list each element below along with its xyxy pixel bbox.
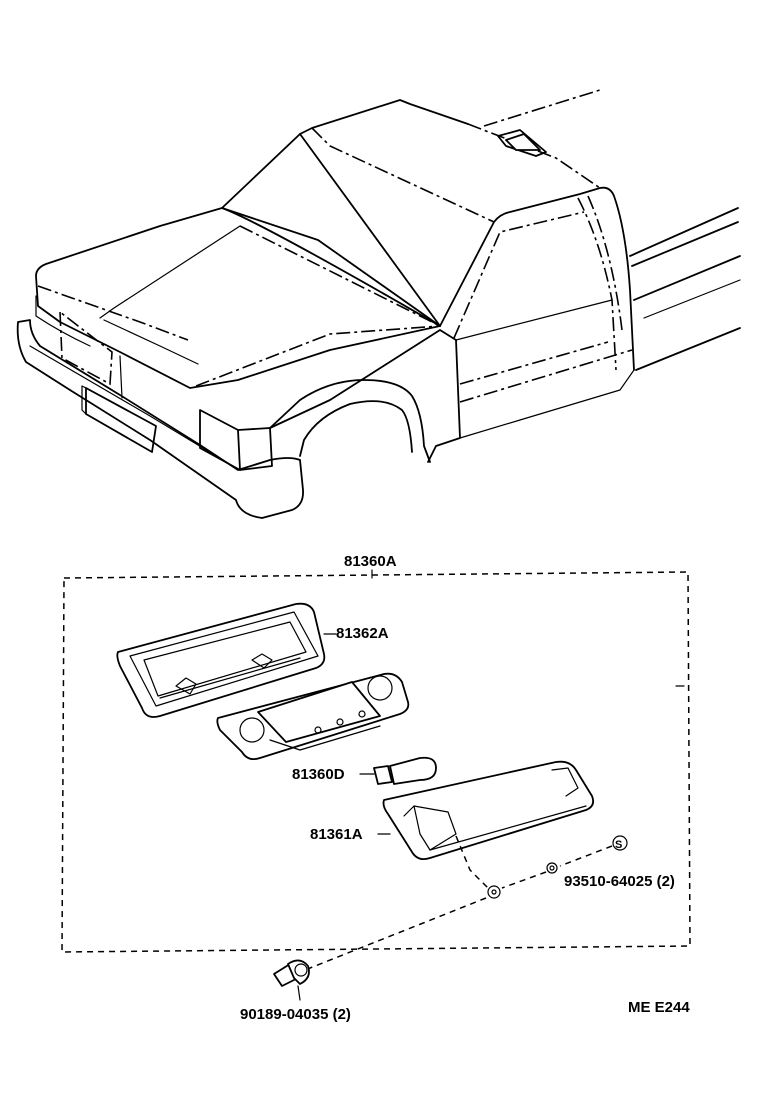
assembly-group: 81360A 81362A 81360D	[61, 553, 691, 953]
label-assembly: 81360A	[344, 553, 397, 570]
label-bolt: 90189-04035 (2)	[240, 1006, 351, 1023]
label-bulb: 81360D	[292, 766, 345, 783]
socket-base-part	[216, 672, 410, 761]
screw-part: S	[487, 835, 628, 899]
diagram-code: ME E244	[628, 999, 690, 1016]
screw-marker-label: S	[615, 839, 622, 851]
label-cover: 81361A	[310, 826, 363, 843]
label-lens-housing: 81362A	[336, 625, 389, 642]
cover-part	[382, 760, 595, 861]
truck-illustration	[16, 89, 741, 519]
label-screw: 93510-64025 (2)	[564, 873, 675, 890]
lens-housing-part	[116, 602, 326, 718]
bolt-part	[273, 959, 310, 1001]
bulb-part	[373, 756, 437, 785]
